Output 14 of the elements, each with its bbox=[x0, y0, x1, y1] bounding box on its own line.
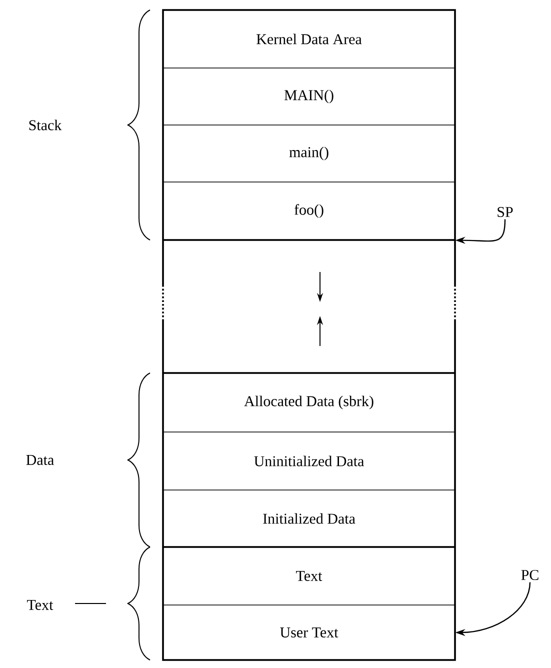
register-label: PC bbox=[521, 570, 538, 580]
memory-segment-box: Kernel Data Area bbox=[162, 10, 456, 68]
memory-segment-box: MAIN() bbox=[162, 68, 456, 126]
memory-segment-box: Allocated Data (sbrk) bbox=[162, 372, 456, 432]
memory-segment-box: User Text bbox=[162, 604, 456, 660]
memory-segment-box: Initialized Data bbox=[162, 490, 456, 548]
region-label: Stack bbox=[29, 120, 62, 130]
memory-segment-box: main() bbox=[162, 124, 456, 182]
memory-segment-box: Uninitialized Data bbox=[162, 432, 456, 490]
memory-segment-box: foo() bbox=[162, 182, 456, 240]
memory-segment-box: Text bbox=[162, 546, 456, 606]
region-label: Data bbox=[26, 455, 54, 465]
register-label: SP bbox=[498, 206, 513, 218]
region-label: Text bbox=[27, 600, 54, 610]
